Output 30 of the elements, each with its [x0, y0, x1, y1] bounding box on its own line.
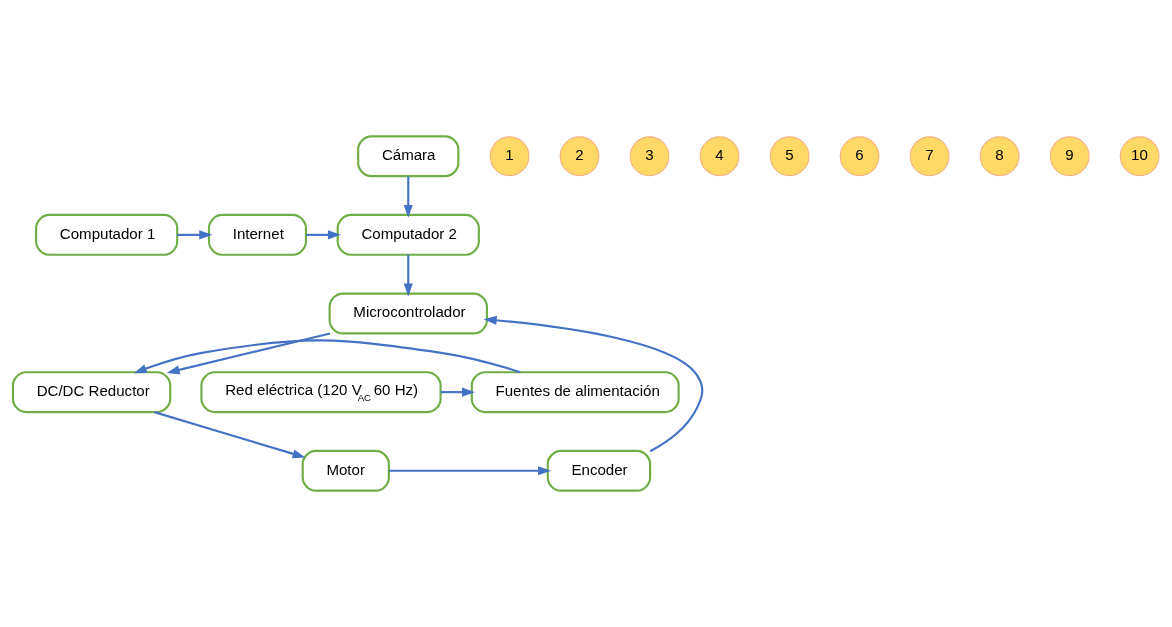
arrow	[403, 254, 413, 297]
node-circle: 4	[699, 136, 740, 177]
arrow	[389, 466, 551, 476]
node-circle: 5	[769, 136, 810, 177]
node-circle: 3	[629, 136, 670, 177]
arrow	[133, 339, 521, 374]
node-circle: 10	[1119, 136, 1160, 177]
node-box: Motor	[301, 449, 390, 492]
arrow	[440, 387, 475, 397]
node-box: Computador 1	[35, 213, 179, 256]
node-box: Microcontrolador	[328, 292, 488, 335]
node-circle: 6	[839, 136, 880, 177]
node-circle: 9	[1049, 136, 1090, 177]
node-box: Computador 2	[336, 213, 480, 256]
node-circle: 1	[489, 136, 530, 177]
node-box: DC/DC Reductor	[11, 371, 172, 414]
arrow	[177, 230, 213, 240]
node-box: Red eléctrica (120 V$_{AC}$ 60 Hz)	[200, 371, 442, 414]
arrow	[306, 230, 341, 240]
node-circle: 8	[979, 136, 1020, 177]
arrow	[166, 332, 331, 375]
node-circle: 2	[559, 136, 600, 177]
arrow	[154, 411, 306, 459]
arrow	[483, 315, 704, 453]
node-box: Cámara	[357, 135, 460, 178]
node-box: Fuentes de alimentación	[470, 371, 680, 414]
node-box: Encoder	[546, 449, 652, 492]
node-box: Internet	[207, 213, 307, 256]
node-circle: 7	[909, 136, 950, 177]
arrow	[403, 176, 413, 218]
